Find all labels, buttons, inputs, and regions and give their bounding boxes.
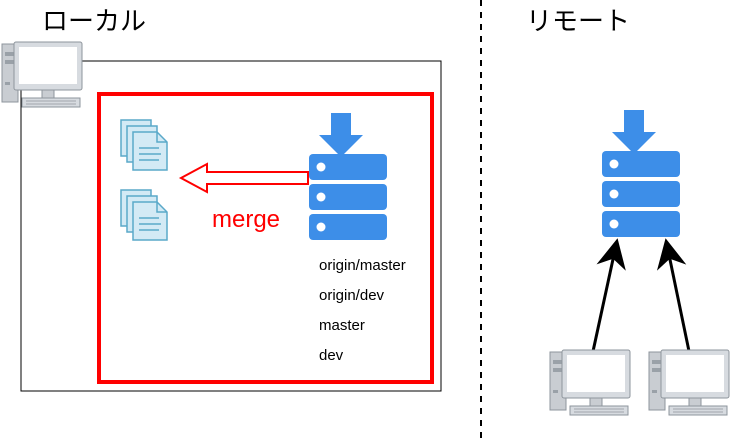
push-arrow-right	[656, 238, 692, 357]
working-tree-documents-icon	[120, 119, 168, 171]
working-tree-documents-icon	[120, 189, 168, 241]
remote-computer-icon	[549, 349, 631, 416]
remote-title: リモート	[526, 6, 631, 36]
branch-label: master	[319, 317, 365, 334]
remote-computer-icon	[648, 349, 730, 416]
branch-label: dev	[319, 347, 344, 364]
push-arrow-left	[590, 238, 626, 357]
local-server-icon	[309, 113, 387, 240]
local-boundary-box	[20, 60, 442, 392]
local-repository-box	[97, 92, 434, 384]
merge-arrow	[178, 162, 309, 194]
local-computer-icon	[1, 41, 83, 108]
branch-label: origin/master	[319, 257, 406, 274]
branch-label: origin/dev	[319, 287, 385, 304]
merge-label: merge	[212, 206, 281, 233]
remote-server-icon	[602, 110, 680, 237]
local-title: ローカル	[42, 6, 147, 36]
